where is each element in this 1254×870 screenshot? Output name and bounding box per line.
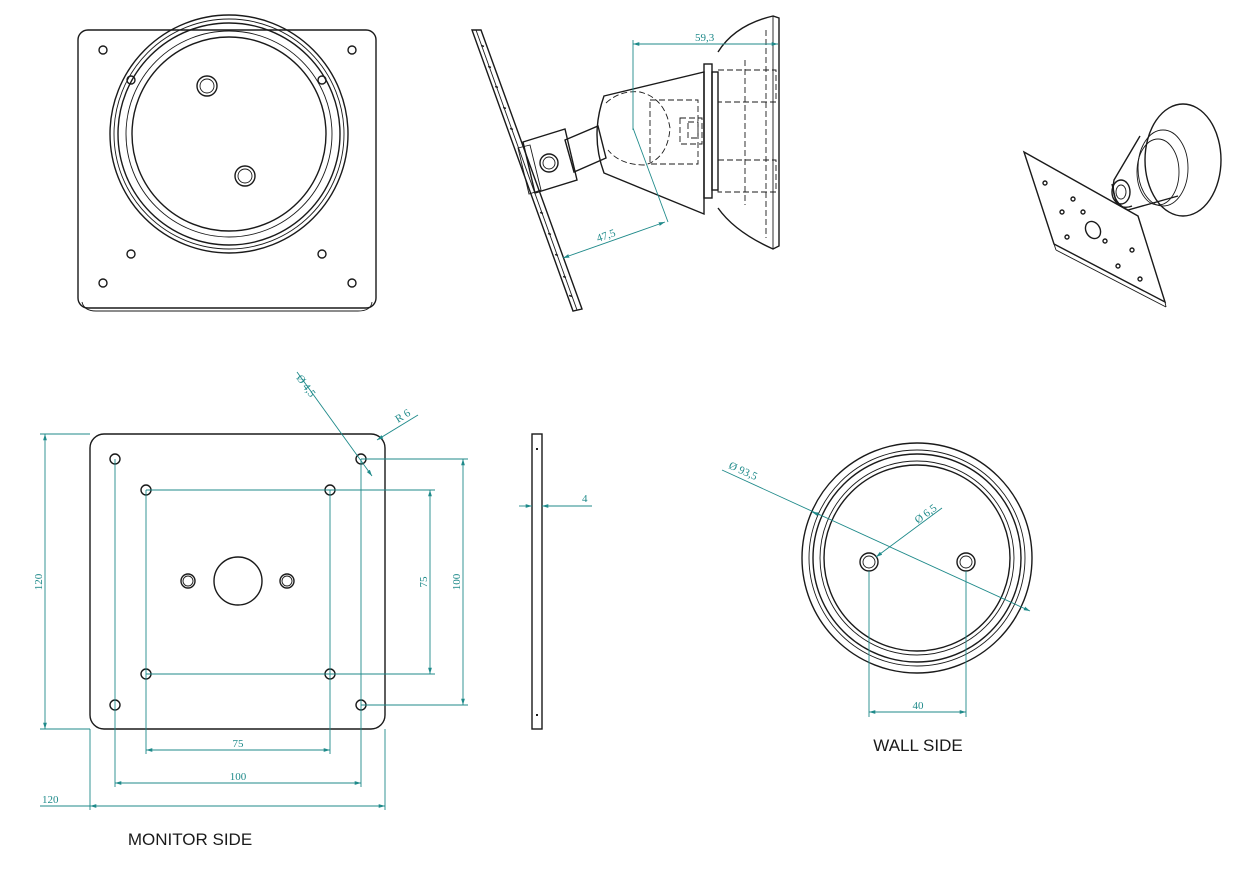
plate-height-label: 120	[33, 573, 45, 590]
side-reach-label: 59,3	[695, 32, 715, 44]
corner-radius-label: R 6	[393, 407, 413, 426]
plate-edge-view: 4	[519, 433, 592, 730]
side-arm-label: 47,5	[595, 227, 618, 245]
vesa100-width-label: 100	[230, 771, 247, 783]
wall-side-view: Ø 93,5 Ø 6,5 40 WALL SIDE	[721, 442, 1033, 755]
front-view	[77, 14, 377, 312]
wall-side-caption: WALL SIDE	[873, 736, 962, 755]
monitor-side-caption: MONITOR SIDE	[128, 830, 252, 849]
vesa75-height-label: 75	[418, 576, 430, 588]
side-view: 59,3 47,5	[471, 15, 780, 312]
wall-hole-spacing-label: 40	[913, 700, 925, 712]
vesa75-width-label: 75	[233, 738, 245, 750]
wall-hole-diameter-label: Ø 6,5	[913, 502, 940, 527]
monitor-side-view: 120 100 75 75 100 120 Ø 4,5 R 6 MON	[33, 371, 468, 849]
vesa100-height-label: 100	[451, 573, 463, 590]
plate-width-label: 120	[42, 794, 59, 806]
plate-thickness-label: 4	[582, 493, 588, 505]
isometric-view	[1022, 103, 1222, 308]
